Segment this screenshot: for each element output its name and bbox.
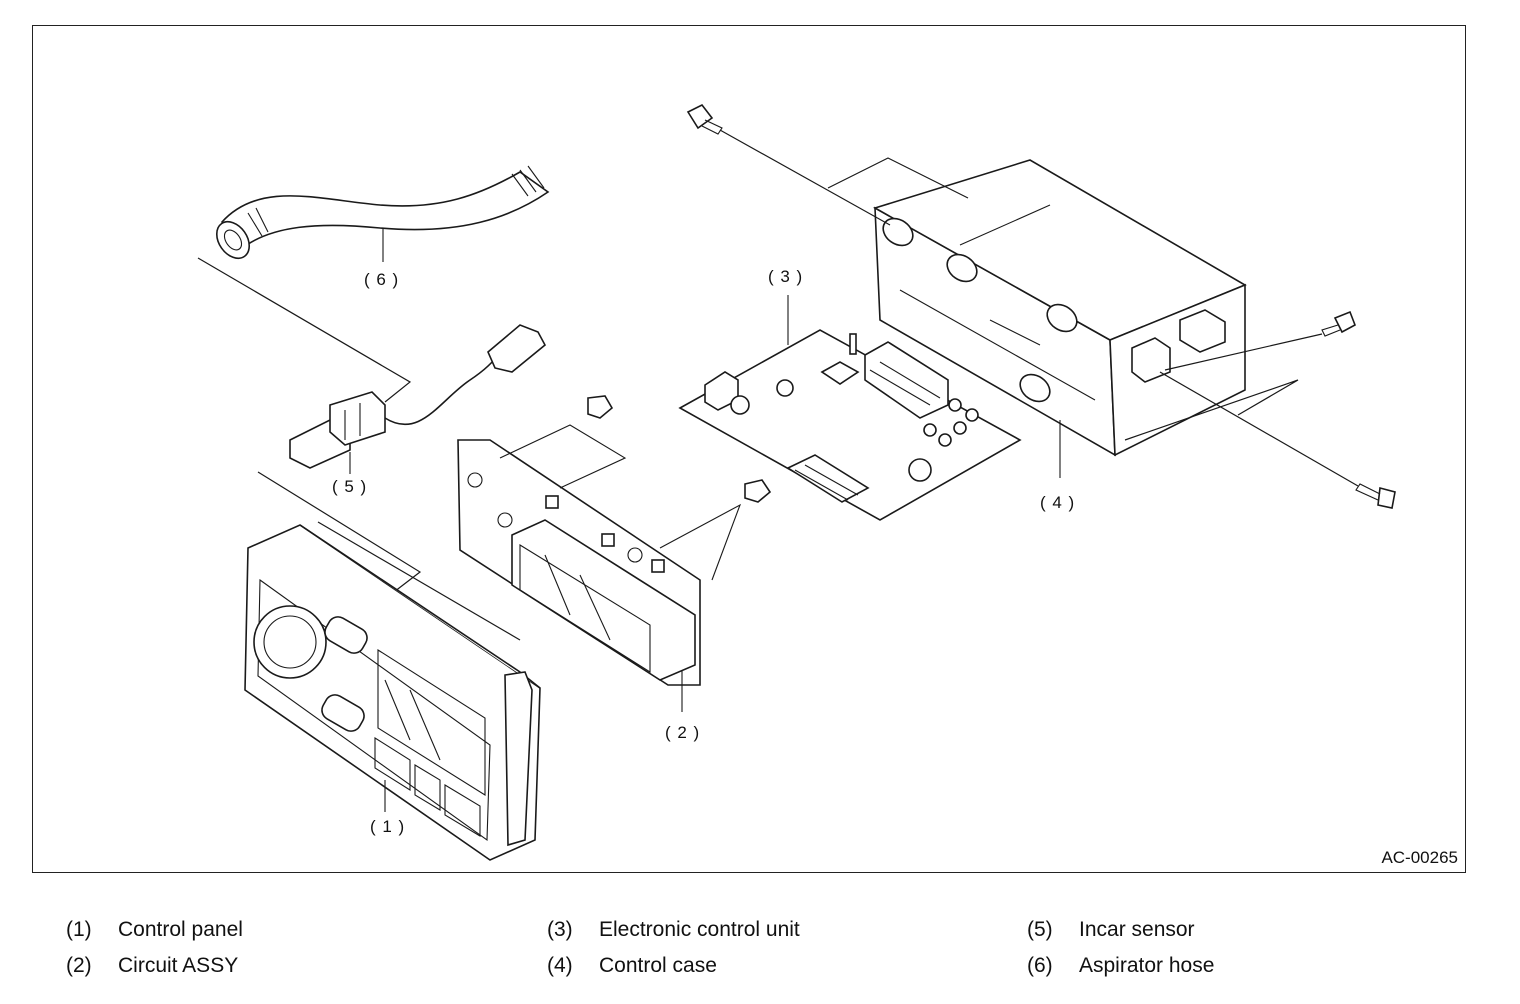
callout-6: ( 6 ) <box>364 270 399 289</box>
legend-label: Control case <box>599 954 717 977</box>
legend-label: Incar sensor <box>1079 918 1195 941</box>
circuit-assy <box>457 395 772 712</box>
figure-frame <box>32 25 1466 873</box>
control-case <box>872 159 1247 478</box>
screw-right-lower <box>1159 371 1396 509</box>
legend-label: Aspirator hose <box>1079 954 1215 977</box>
legend-column-2: (3) Electronic control unit (4) Control ca… <box>547 912 800 984</box>
incar-sensor <box>289 324 547 474</box>
leader-5-1 <box>257 471 422 596</box>
callout-1: ( 1 ) <box>370 817 405 836</box>
aspirator-hose <box>215 165 550 262</box>
callout-3: ( 3 ) <box>768 267 803 286</box>
legend-item: (3) Electronic control unit <box>547 912 800 948</box>
legend-column-1: (1) Control panel (2) Circuit ASSY <box>66 912 243 984</box>
legend-item: (4) Control case <box>547 948 800 984</box>
leader-1-2 <box>317 521 521 641</box>
legend-number: (6) <box>1027 954 1053 977</box>
leader-4-right <box>1124 379 1299 441</box>
control-panel <box>244 524 541 861</box>
legend-number: (2) <box>66 954 92 977</box>
legend-number: (1) <box>66 918 92 941</box>
legend-label: Control panel <box>118 918 243 941</box>
callout-5: ( 5 ) <box>332 477 367 496</box>
legend-label: Electronic control unit <box>599 918 800 941</box>
legend-column-3: (5) Incar sensor (6) Aspirator hose <box>1027 912 1214 984</box>
screw-top <box>686 103 891 226</box>
leader-6-5 <box>197 257 412 403</box>
leader-4-top <box>827 157 969 199</box>
electronic-control-unit <box>678 295 1022 521</box>
legend-number: (5) <box>1027 918 1053 941</box>
figure-id: AC-00265 <box>1381 848 1458 867</box>
legend-item: (6) Aspirator hose <box>1027 948 1214 984</box>
legend-item: (2) Circuit ASSY <box>66 948 243 984</box>
legend-number: (4) <box>547 954 573 977</box>
legend-item: (5) Incar sensor <box>1027 912 1214 948</box>
legend-number: (3) <box>547 918 573 941</box>
callout-4: ( 4 ) <box>1040 493 1075 512</box>
screw-right-upper <box>1164 310 1356 371</box>
callout-2: ( 2 ) <box>665 723 700 742</box>
legend-item: (1) Control panel <box>66 912 243 948</box>
legend-label: Circuit ASSY <box>118 954 239 977</box>
